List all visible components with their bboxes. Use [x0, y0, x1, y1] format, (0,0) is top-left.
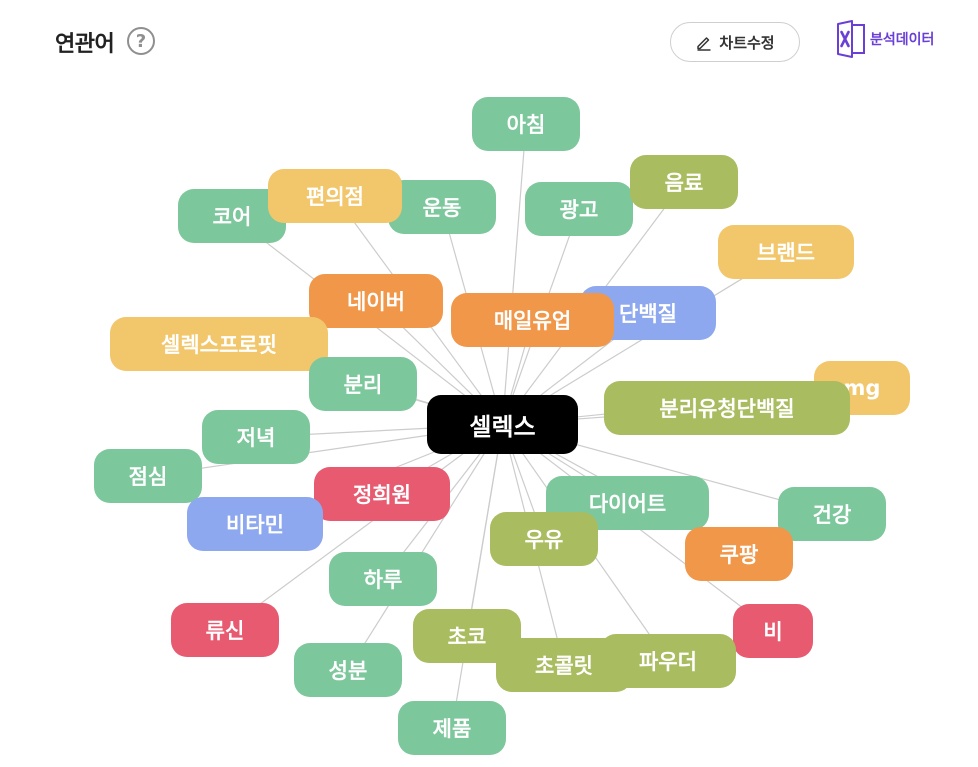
term-node-geongang[interactable]: 건강	[778, 487, 886, 541]
excel-export-button[interactable]: 분석데이터	[836, 20, 934, 58]
pencil-icon	[697, 37, 711, 51]
term-node-jeomsim[interactable]: 점심	[94, 449, 202, 503]
term-node-diet[interactable]: 다이어트	[546, 476, 709, 530]
term-node-naver[interactable]: 네이버	[309, 274, 443, 328]
term-node-jeonghuiwon[interactable]: 정희원	[314, 467, 450, 521]
edge-jepum	[451, 424, 504, 729]
edge-seongbun	[347, 424, 504, 671]
term-node-coupang[interactable]: 쿠팡	[685, 527, 793, 581]
term-node-chocolate[interactable]: 초콜릿	[496, 638, 632, 692]
edit-chart-button[interactable]: 차트수정	[670, 22, 800, 62]
edge-ryusin	[224, 424, 503, 631]
term-node-protfit[interactable]: 셀렉스프로핏	[110, 317, 328, 371]
panel-title: 연관어	[55, 32, 115, 57]
term-node-eumryo[interactable]: 음료	[630, 155, 738, 209]
term-node-uyu[interactable]: 우유	[490, 512, 598, 566]
edge-achim	[501, 123, 527, 425]
edit-chart-label: 차트수정	[719, 33, 775, 52]
term-node-haru[interactable]: 하루	[329, 552, 437, 606]
term-node-bunri[interactable]: 분리	[309, 357, 417, 411]
excel-icon	[837, 20, 865, 58]
panel-header: 연관어 ? 차트수정 분석데이터	[0, 0, 978, 80]
term-node-brand[interactable]: 브랜드	[718, 225, 854, 279]
term-node-jepum[interactable]: 제품	[398, 701, 506, 755]
term-node-undong[interactable]: 운동	[388, 180, 496, 234]
help-icon[interactable]: ?	[127, 27, 155, 55]
term-node-bi[interactable]: 비	[733, 604, 813, 658]
term-node-bunriyucheong[interactable]: 분리유청단백질	[604, 381, 850, 435]
center-term-node[interactable]: 셀렉스	[427, 395, 578, 454]
term-node-ryusin[interactable]: 류신	[171, 603, 279, 657]
term-node-seongbun[interactable]: 성분	[294, 643, 402, 697]
term-node-gwanggo[interactable]: 광고	[525, 182, 633, 236]
term-node-pyeonuijeom[interactable]: 편의점	[268, 169, 402, 223]
term-node-achim[interactable]: 아침	[472, 97, 580, 151]
term-node-jeonyeok[interactable]: 저녁	[202, 410, 310, 464]
excel-export-label: 분석데이터	[870, 32, 935, 48]
term-node-vitamin[interactable]: 비타민	[187, 497, 323, 551]
term-node-maeil[interactable]: 매일유업	[451, 293, 614, 347]
